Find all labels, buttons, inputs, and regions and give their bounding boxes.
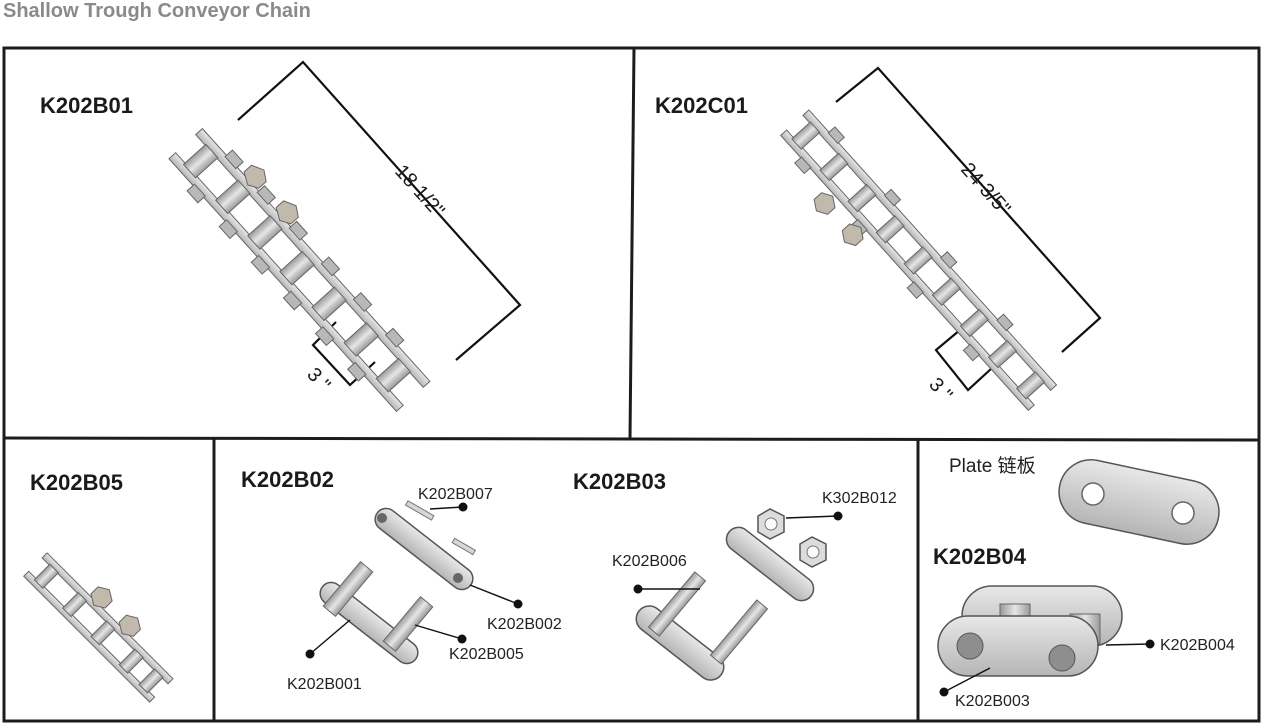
panel-k202b04: Plate 链板 K202B04 K202B004 K202B003 (933, 455, 1235, 710)
panel-k202b03: K202B03 K302B012 K202B006 (573, 469, 897, 681)
leader-line (469, 584, 519, 605)
part-label-k302b012: K302B012 (822, 490, 897, 507)
panel-code: K202B05 (30, 470, 123, 495)
inner-link-assembly (319, 560, 434, 665)
page-title: Shallow Trough Conveyor Chain (3, 0, 311, 22)
leader-dot (939, 687, 949, 697)
outer-plate (725, 526, 815, 602)
panel-code: K202B01 (40, 93, 133, 118)
length-dimension-label: 24 3/5" (956, 159, 1014, 220)
chain-illustration (168, 127, 431, 413)
leader-dot (458, 502, 468, 512)
chain-illustration (779, 109, 1058, 412)
leader-dot (513, 599, 523, 609)
leader-dot (633, 584, 643, 594)
part-label-k202b005: K202B005 (449, 646, 524, 663)
part-label-k202b007: K202B007 (418, 486, 493, 503)
plate-illustration (1058, 459, 1220, 545)
chain-illustration (23, 552, 174, 703)
pitch-dimension-line (934, 329, 993, 392)
part-label-k202b004: K202B004 (1160, 637, 1235, 654)
part-label-k202b006: K202B006 (612, 553, 687, 570)
link-illustration (937, 585, 1123, 677)
leader-dot (833, 511, 843, 521)
leader-line (429, 506, 464, 510)
nuts (757, 508, 827, 568)
pitch-dimension-label: 3 " (924, 374, 956, 406)
leader-dot (1145, 639, 1155, 649)
pitch-dimension-label: 3 " (302, 364, 334, 396)
part-label-k202b002: K202B002 (487, 616, 562, 633)
length-dimension-line (237, 60, 522, 361)
part-label-k202b003: K202B003 (955, 693, 1030, 710)
leader-line (943, 667, 991, 693)
outer-frame (2, 46, 1261, 723)
leader-line (785, 515, 839, 519)
length-dimension-line (835, 66, 1102, 353)
horizontal-divider (3, 436, 1260, 442)
leader-line (309, 619, 351, 655)
bolt-link-assembly (635, 571, 769, 681)
length-dimension-label: 18 1/2" (390, 161, 448, 222)
leader-dot (457, 634, 467, 644)
panel-k202b05: K202B05 (23, 470, 174, 703)
part-label-k202b001: K202B001 (287, 676, 362, 693)
top-vertical-divider (628, 47, 636, 439)
panel-code: K202B02 (241, 467, 334, 492)
cotter-pins (404, 500, 477, 556)
plate-label: Plate 链板 (949, 455, 1036, 477)
leader-line (414, 624, 463, 640)
leader-dot (305, 649, 315, 659)
panel-k202b02: K202B02 K202B007 K202B002 K202B005 K202B… (241, 467, 562, 693)
panel-code: K202C01 (655, 93, 748, 118)
leader-line (1105, 643, 1151, 646)
outer-link-plate (374, 507, 474, 591)
panel-code: K202B04 (933, 544, 1027, 569)
panel-k202c01: K202C01 24 3/5" 3 " (655, 66, 1102, 412)
panel-k202b01: K202B01 18 1/2" 3 " (40, 60, 522, 413)
panel-code: K202B03 (573, 469, 666, 494)
